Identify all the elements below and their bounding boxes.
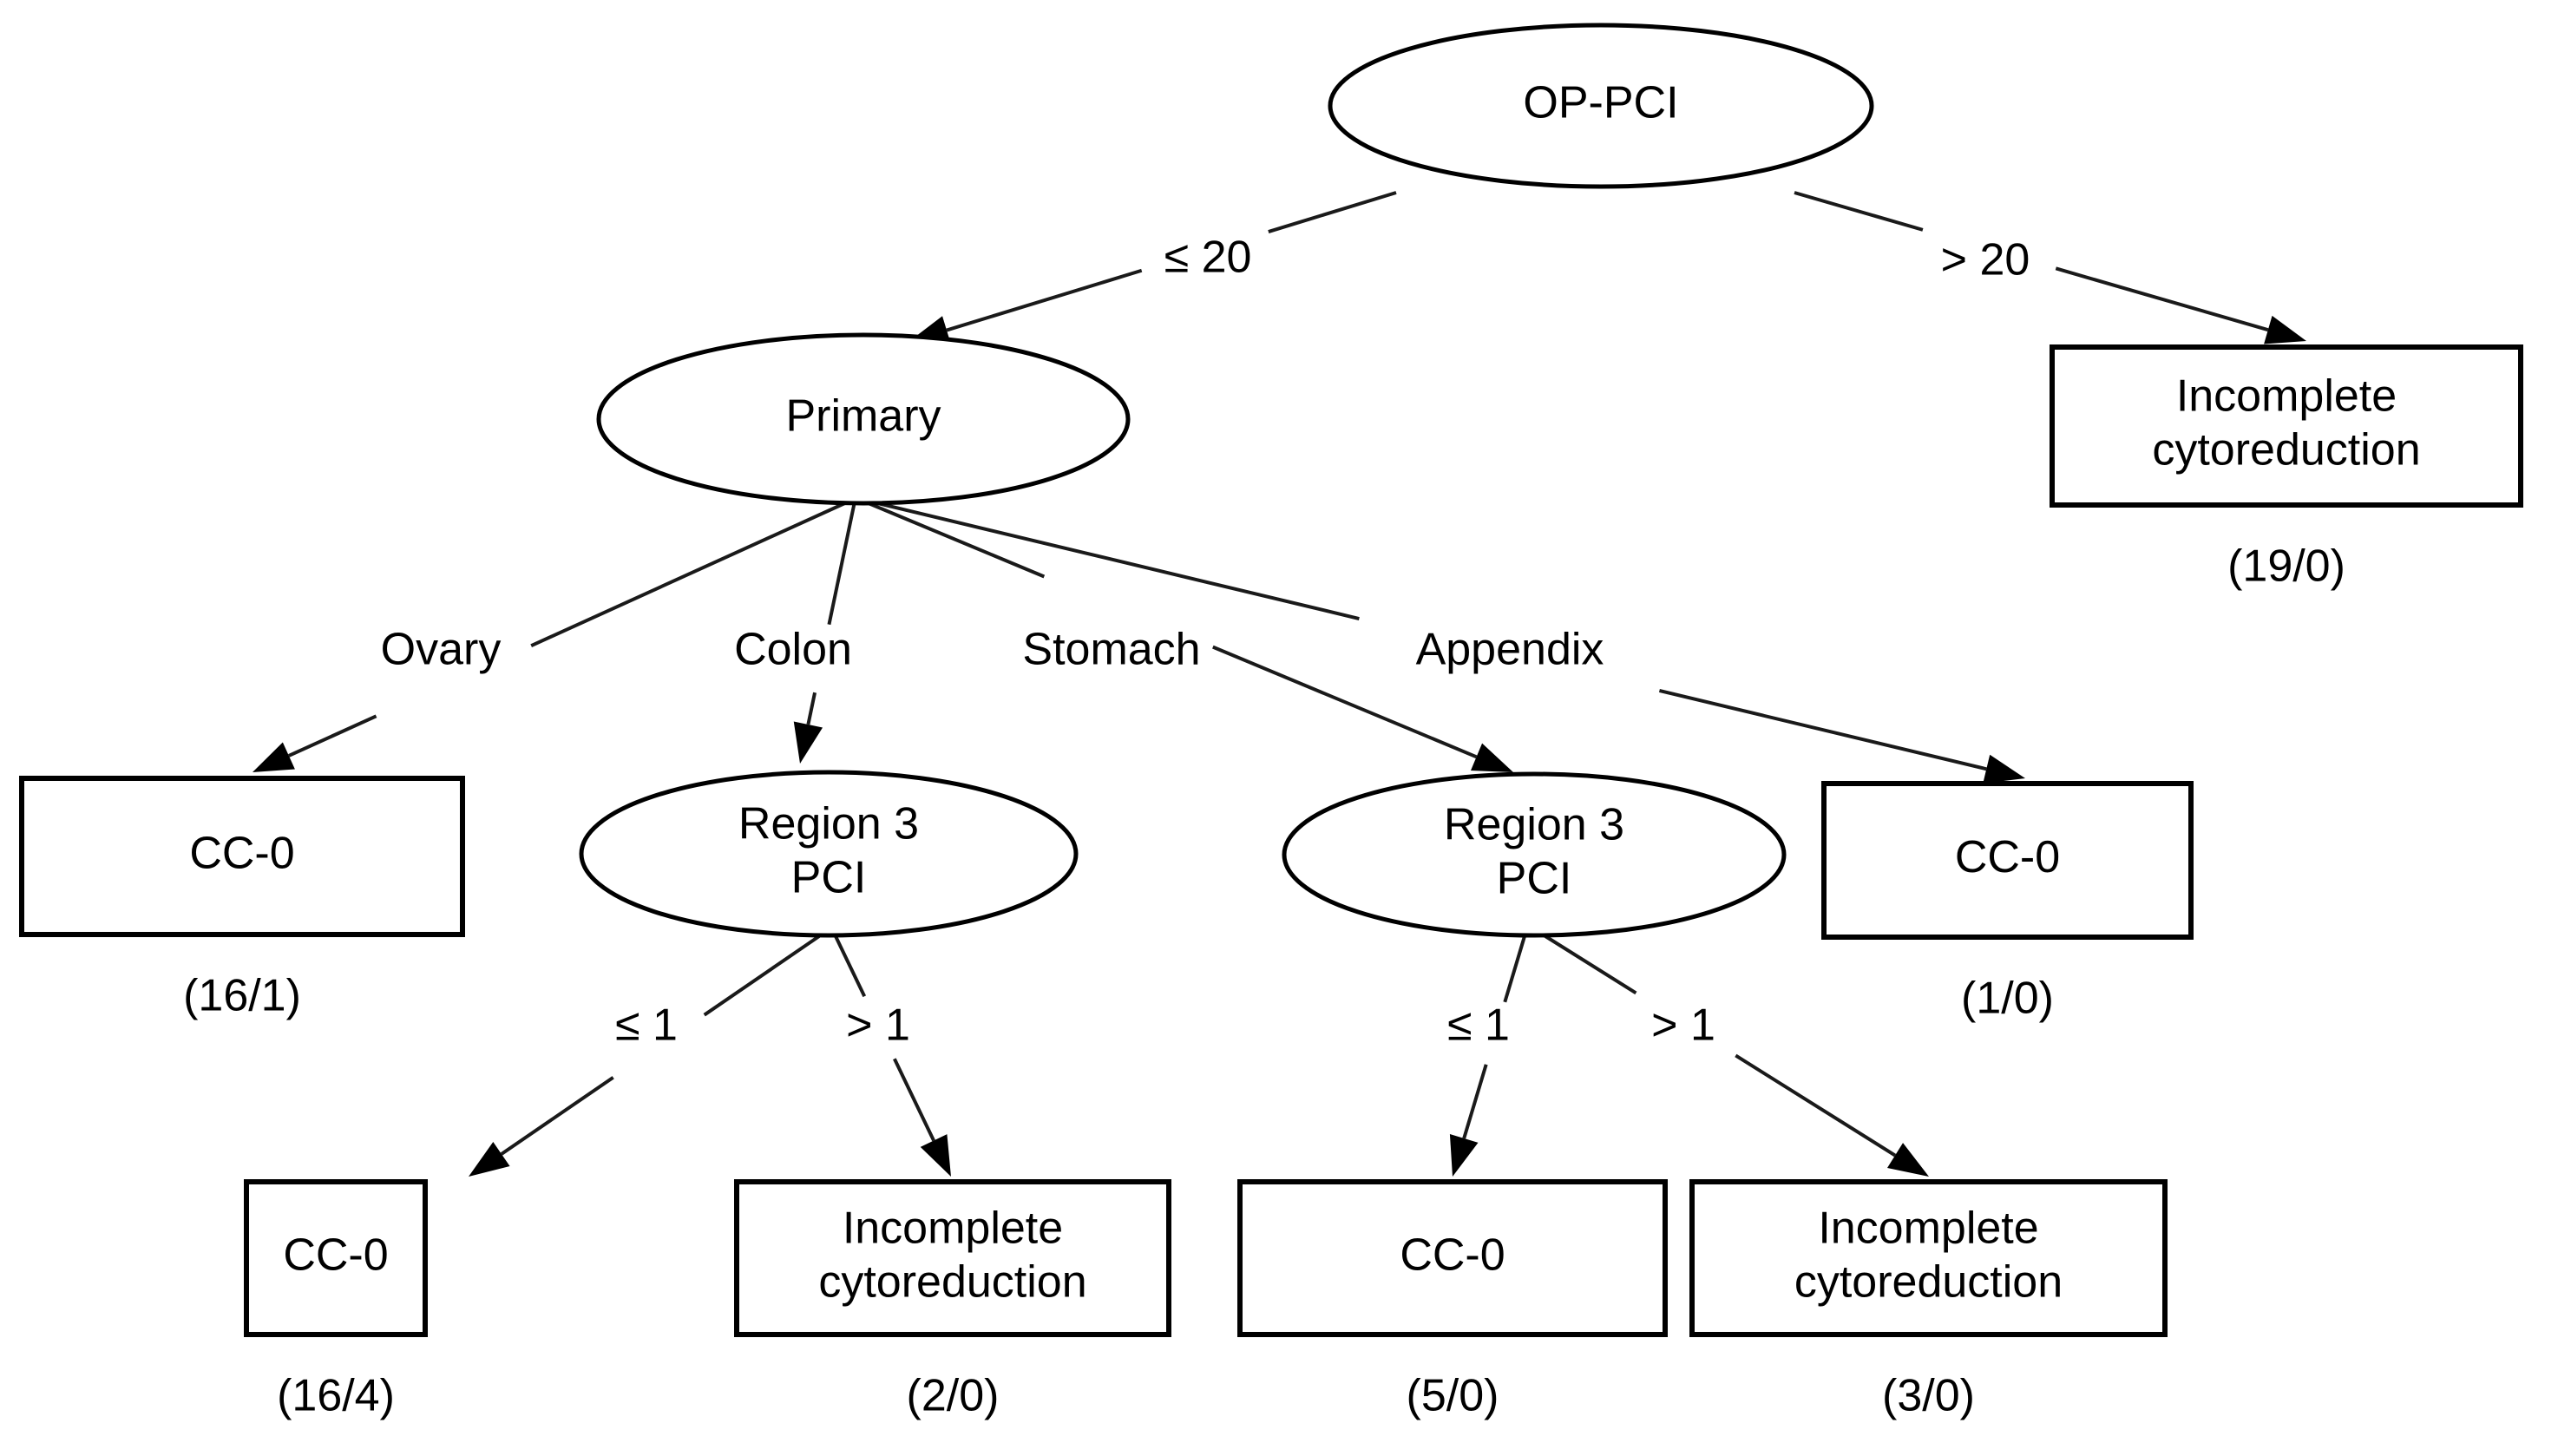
node-label-incomplete3: Incomplete [1818,1203,2038,1254]
node-shape-ellipse [1282,771,1787,938]
edge-label-primary-to-region3b: Stomach [1022,625,1200,675]
node-count-incomplete2: (2/0) [907,1371,1000,1421]
arrow-head-icon [1886,1143,1929,1177]
arrow-head-icon [1983,754,2025,784]
node-count-incomplete1: (19/0) [2227,541,2345,592]
edge-root-to-primary [908,191,1397,344]
edge-labels-layer: ≤ 20 > 20 Ovary Colon Stomach Appendix ≤ 1 > 1 ≤… [381,233,2030,1051]
node-shape-ellipse [1328,23,1874,189]
node-shape-box [19,776,465,937]
node-label-primary: Primary [785,391,941,442]
node-label-incomplete1: cytoreduction [2152,425,2420,475]
edge-primary-to-region3b [863,500,1513,772]
arrow-head-icon [2264,315,2306,344]
node-cc0-stomach[interactable]: CC-0 (5/0) [1237,1179,1668,1421]
arrow-head-icon [1471,743,1513,772]
node-label-cc0-appendix: CC-0 [1955,832,2060,882]
node-label-incomplete2: Incomplete [843,1203,1063,1254]
node-count-incomplete3: (3/0) [1882,1371,1975,1421]
node-label-incomplete3: cytoreduction [1794,1257,2063,1308]
edge-label-primary-to-cc0-ovary: Ovary [381,625,502,675]
edge-label-root-to-primary: ≤ 20 [1164,233,1252,283]
edge-label-region3a-to-incomplete2: > 1 [846,1000,910,1051]
node-shape-box [734,1179,1171,1337]
node-shape-ellipse [579,770,1079,938]
node-count-cc0-appendix: (1/0) [1961,974,2054,1024]
edge-primary-to-region3a [793,501,856,764]
node-shape-box [1237,1179,1668,1337]
node-label-cc0-colon: CC-0 [283,1230,388,1281]
arrow-head-icon [469,1141,510,1177]
edge-region3b-to-incomplete3 [1544,935,1929,1177]
edge-label-region3a-to-cc0-colon: ≤ 1 [615,1000,678,1051]
node-label-incomplete2: cytoreduction [818,1257,1086,1308]
edge-region3b-to-cc0-stomach [1449,935,1526,1177]
edge-label-region3b-to-cc0-stomach: ≤ 1 [1447,1000,1510,1051]
arrow-head-icon [1449,1134,1479,1177]
node-cc0-colon[interactable]: CC-0 (16/4) [244,1179,428,1421]
node-shape-box [244,1179,428,1337]
node-label-root: OP-PCI [1523,78,1678,128]
node-label-region3b: Region 3 [1444,800,1624,850]
node-shape-box [1689,1179,2168,1337]
arrow-head-icon [253,742,295,772]
node-label-region3a: PCI [791,853,867,903]
node-label-cc0-stomach: CC-0 [1400,1230,1505,1281]
edge-label-primary-to-region3a: Colon [734,625,852,675]
edge-root-to-incomplete1 [1794,191,2306,344]
node-shape-box [1821,781,2194,940]
node-cc0-ovary[interactable]: CC-0 (16/1) [19,776,465,1021]
node-shape-ellipse [596,332,1131,506]
node-cc0-appendix[interactable]: CC-0 (1/0) [1821,781,2194,1024]
node-label-cc0-ovary: CC-0 [189,829,294,879]
edge-label-primary-to-cc0-appendix: Appendix [1416,625,1604,675]
node-label-region3a: Region 3 [738,799,919,849]
node-primary[interactable]: Primary [596,332,1131,506]
node-shape-box [2050,344,2523,508]
node-root[interactable]: OP-PCI [1328,23,1874,189]
edges-layer [253,191,2306,1177]
edge-region3a-to-cc0-colon [469,935,821,1177]
node-count-cc0-ovary: (16/1) [183,971,301,1021]
arrow-head-icon [920,1134,951,1177]
edge-label-region3b-to-incomplete3: > 1 [1651,1000,1715,1051]
edge-region3a-to-incomplete2 [834,935,951,1177]
edge-label-root-to-incomplete1: > 20 [1941,235,2030,285]
node-label-incomplete1: Incomplete [2176,371,2397,422]
edge-primary-to-cc0-ovary [253,500,849,772]
node-count-cc0-stomach: (5/0) [1407,1371,1499,1421]
edge-primary-to-cc0-appendix [869,500,2025,784]
arrow-head-icon [793,721,823,764]
node-label-region3b: PCI [1497,854,1572,904]
node-count-cc0-colon: (16/4) [277,1371,395,1421]
